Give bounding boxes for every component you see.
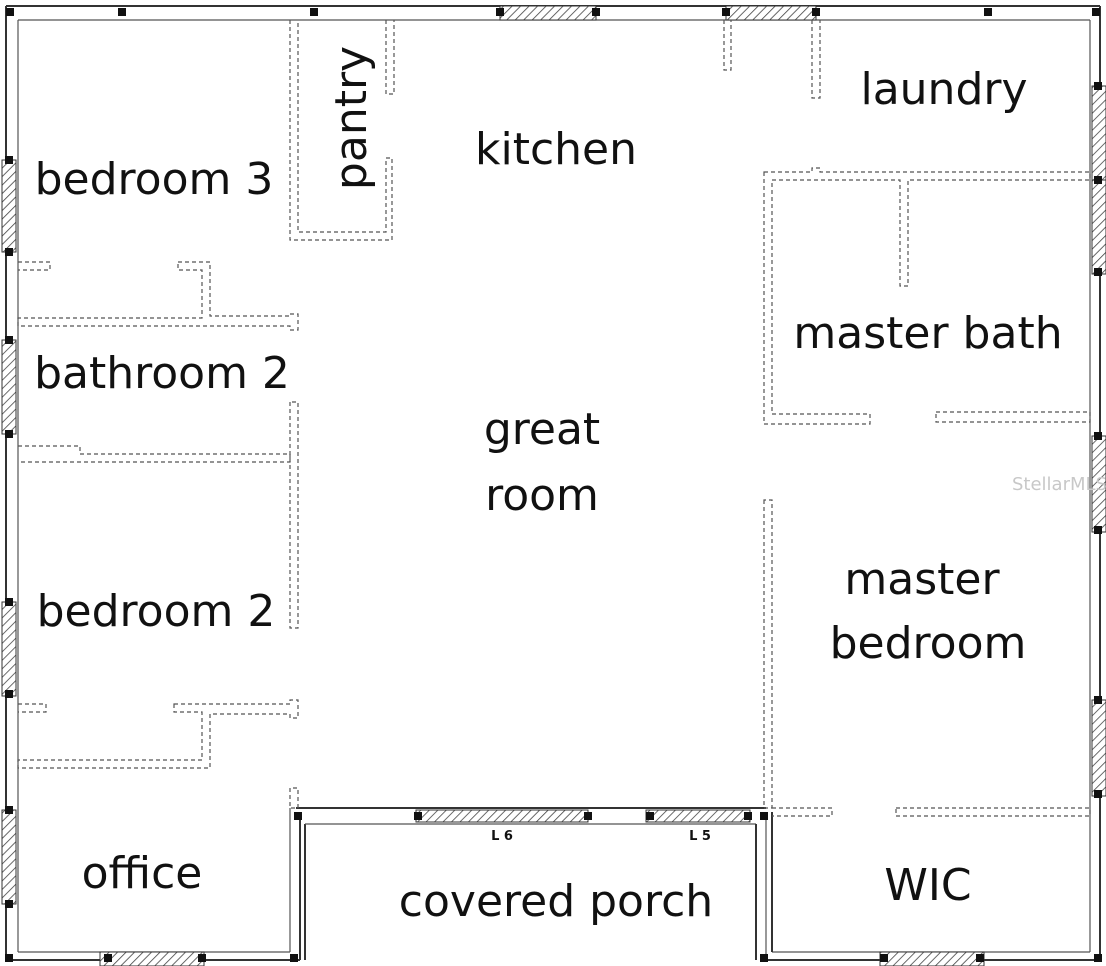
room-label-great-room-line-2: room xyxy=(485,470,599,521)
window-mark-l5: L 5 xyxy=(689,829,711,844)
room-label-laundry: laundry xyxy=(860,64,1027,115)
window-mark-l6: L 6 xyxy=(491,829,513,844)
room-label-bathroom-2: bathroom 2 xyxy=(34,348,290,399)
room-label-kitchen: kitchen xyxy=(475,124,637,175)
room-label-pantry: pantry xyxy=(326,46,377,190)
room-label-covered-porch: covered porch xyxy=(399,876,713,927)
room-label-master-bedroom-line-2: bedroom xyxy=(830,618,1027,669)
room-label-bedroom-3: bedroom 3 xyxy=(35,154,274,205)
room-label-wic: WIC xyxy=(884,860,971,911)
room-label-bedroom-2: bedroom 2 xyxy=(37,586,276,637)
watermark: StellarMLS xyxy=(1012,474,1106,495)
interior-walls xyxy=(17,20,1091,817)
room-label-great-room-line-1: great xyxy=(484,404,600,455)
room-label-master-bedroom-line-1: master xyxy=(844,554,1000,605)
room-label-office: office xyxy=(82,848,203,899)
room-label-master-bath: master bath xyxy=(793,308,1062,359)
wall-posts xyxy=(5,8,1102,962)
